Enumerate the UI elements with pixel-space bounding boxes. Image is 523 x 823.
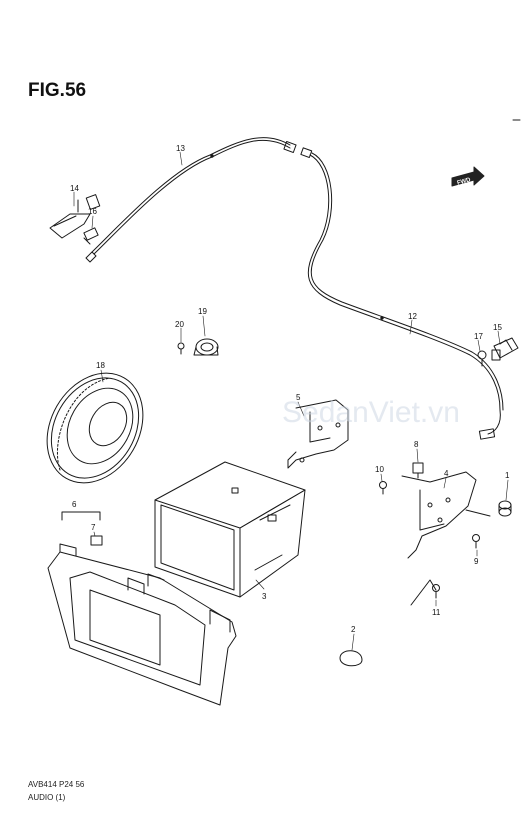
cap-2 xyxy=(339,650,363,667)
pointer-line-11 xyxy=(410,579,437,606)
callout-12: 12 xyxy=(408,312,417,321)
connector-bracket-14 xyxy=(49,194,101,239)
callout-19: 19 xyxy=(198,307,207,316)
bracket-5 xyxy=(287,399,349,469)
screw-9 xyxy=(472,534,480,549)
fwd-label: FWD xyxy=(457,177,472,187)
screw-17 xyxy=(477,350,487,367)
bezel-6 xyxy=(47,543,237,706)
callout-15: 15 xyxy=(493,323,502,332)
antenna-cable-12 xyxy=(307,152,504,440)
bracket-4 xyxy=(401,471,491,559)
antenna-cable-13 xyxy=(85,137,313,263)
figure-title: FIG.56 xyxy=(28,80,87,101)
speaker-18 xyxy=(46,372,144,484)
screw-20 xyxy=(177,342,185,355)
callout-20: 20 xyxy=(175,320,184,329)
footer-code: AVB414 P24 56 xyxy=(28,780,85,789)
leader-lines xyxy=(73,151,509,651)
callout-14: 14 xyxy=(70,184,79,193)
callout-18: 18 xyxy=(96,361,105,370)
bracket-line-6 xyxy=(61,511,101,521)
watermark: SedanViet.vn xyxy=(282,396,460,429)
callout-8: 8 xyxy=(414,440,419,449)
clip-16 xyxy=(83,227,99,245)
screw-10 xyxy=(379,481,387,495)
callout-7: 7 xyxy=(91,523,96,532)
callout-labels: 13 12 14 16 15 17 18 19 20 5 8 4 10 1 9 … xyxy=(70,144,510,634)
callout-9: 9 xyxy=(474,557,479,566)
head-unit-3 xyxy=(154,461,306,598)
clip-8 xyxy=(412,462,424,479)
callout-3: 3 xyxy=(262,592,267,601)
callout-10: 10 xyxy=(375,465,384,474)
collar-1 xyxy=(498,500,512,517)
screw-11 xyxy=(432,584,440,599)
callout-11: 11 xyxy=(432,608,441,617)
antenna-amplifier-15 xyxy=(491,337,519,361)
callout-13: 13 xyxy=(176,144,185,153)
callout-6: 6 xyxy=(72,500,77,509)
callout-2: 2 xyxy=(351,625,356,634)
clip-7 xyxy=(90,535,103,546)
callout-1: 1 xyxy=(505,471,510,480)
forward-arrow-icon xyxy=(451,166,485,187)
callout-16: 16 xyxy=(88,207,97,216)
footer-section: AUDIO (1) xyxy=(28,793,66,802)
callout-5: 5 xyxy=(296,393,301,402)
tweeter-19 xyxy=(193,338,219,356)
callout-17: 17 xyxy=(474,332,483,341)
callout-4: 4 xyxy=(444,469,449,478)
